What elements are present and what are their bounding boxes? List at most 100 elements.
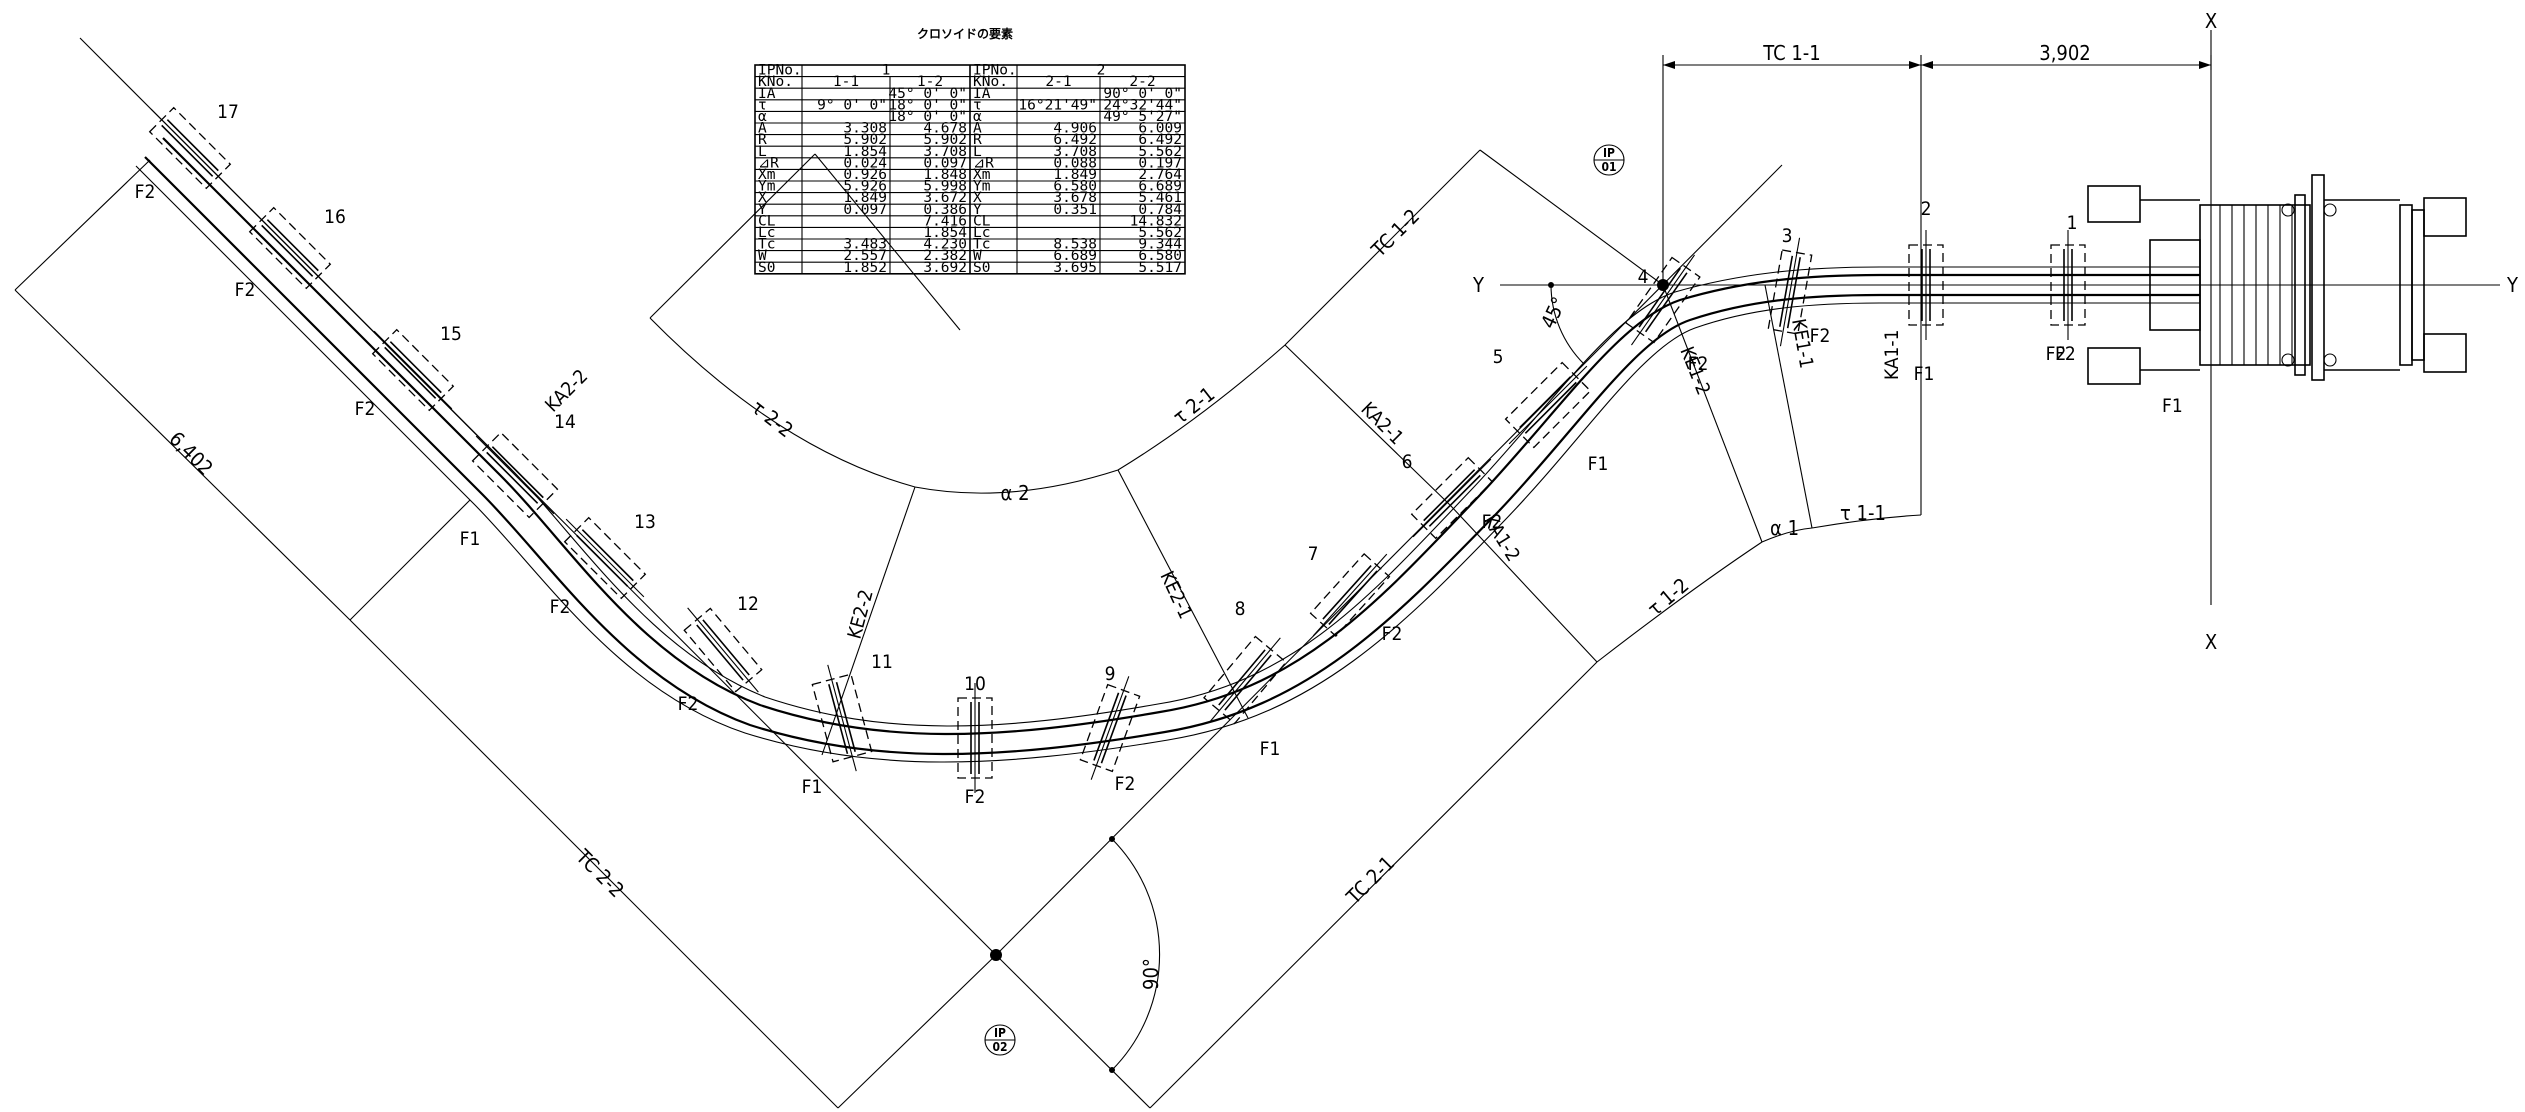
axis-x-bottom: X [2205, 630, 2217, 654]
frame-label: F1 [1588, 453, 1609, 475]
frame-label: F2 [135, 181, 156, 203]
end-f1: F1 [2162, 395, 2183, 417]
table-cell: 4.906 [1053, 121, 1097, 137]
table-ip-label: IPNo. [758, 63, 802, 79]
table-row-label: R [973, 132, 982, 148]
table-row-label: S0 [758, 260, 775, 276]
table-cell: 14.832 [1130, 213, 1182, 229]
table-cell: 1.854 [843, 144, 887, 160]
station-number: 11 [871, 651, 893, 673]
dim-tau11: τ 1-1 [1840, 501, 1886, 525]
table-cell: 18° 0' 0" [888, 97, 967, 113]
ip1-marker: IP 01 [1593, 144, 1625, 176]
frame-label: F2 [1482, 511, 1503, 533]
table-cell: 3.692 [923, 260, 967, 276]
frame-label: F1 [1260, 738, 1281, 760]
table-k-value: 1-2 [917, 74, 943, 90]
station-2: 2F1 [1908, 198, 1944, 385]
dim-ka11: KA1-1 [1881, 330, 1903, 380]
dim-tc22: TC 2-2 [571, 844, 629, 902]
dim-ke21: KE2-1 [1155, 568, 1196, 623]
table-row-label: CL [973, 213, 991, 229]
table-cell: 0.926 [843, 167, 887, 183]
table-row-label: α [973, 109, 982, 125]
station-4: 4F2 [1625, 254, 1708, 375]
table-cell: 1.854 [923, 225, 967, 241]
station-number: 10 [964, 673, 986, 695]
table-cell: 7.416 [923, 213, 967, 229]
station-number: 4 [1638, 266, 1649, 288]
table-row-label: X [758, 190, 767, 206]
svg-text:IP: IP [1603, 146, 1615, 160]
frame-label: F2 [235, 279, 256, 301]
table-row-label: Lc [973, 225, 990, 241]
table-k-label: KNo. [973, 74, 1008, 90]
table-cell: 3.672 [923, 190, 967, 206]
frame-label: F1 [1914, 363, 1935, 385]
table-cell: 5.461 [1138, 190, 1182, 206]
station-number: 13 [634, 511, 656, 533]
station-number: 12 [737, 593, 759, 615]
table-cell: 16°21'49" [1018, 97, 1097, 113]
dim-alpha2: α 2 [1000, 481, 1029, 505]
track [135, 129, 2200, 763]
station-number: 7 [1308, 543, 1319, 565]
table-row-label: W [758, 248, 767, 264]
table-cell: 0.351 [1053, 202, 1097, 218]
table-row-label: Tc [973, 237, 990, 253]
stations: 1F22F13F24F25F16F27F28F19F210F211F112F21… [135, 101, 2086, 808]
ip2-marker: IP 02 [984, 1024, 1016, 1056]
table-row-label: W [973, 248, 982, 264]
table-cell: 1.848 [923, 167, 967, 183]
table-k-value: 2-1 [1045, 74, 1071, 90]
dim-6402: 6,402 [164, 427, 217, 480]
table-cell: 6.689 [1053, 248, 1097, 264]
table-cell: 3.678 [1053, 190, 1097, 206]
axis-x-top: X [2205, 9, 2217, 33]
table-cell: 2.557 [843, 248, 887, 264]
dim-tc21: TC 2-1 [1341, 851, 1399, 909]
dim-alpha1: α 1 [1770, 516, 1799, 540]
table-cell: 5.562 [1138, 144, 1182, 160]
table-cell: 6.009 [1138, 121, 1182, 137]
angle-ip2: 90° [1139, 958, 1163, 990]
table-row-label: Y [973, 202, 982, 218]
table-cell: 6.492 [1138, 132, 1182, 148]
frame-label: F2 [355, 398, 376, 420]
table-row-label: A [973, 121, 982, 137]
table-cell: 3.708 [1053, 144, 1097, 160]
table-title: クロソイドの要素 [917, 26, 1013, 41]
dimensions: TC 1-1 3,902 TC 1-2 τ 2-2 α 2 τ 2-1 KE2-… [14, 41, 2212, 1109]
table-row-label: ⊿R [758, 155, 779, 171]
table-row-label: S0 [973, 260, 990, 276]
station-6: 6F2 [1402, 451, 1503, 540]
table-cell: 6.492 [1053, 132, 1097, 148]
table-cell: 0.197 [1138, 155, 1182, 171]
table-row-label: Xm [758, 167, 776, 183]
table-cell: 0.097 [843, 202, 887, 218]
table-cell: 3.483 [843, 237, 887, 253]
table-cell: 6.580 [1053, 179, 1097, 195]
table-ip-value: 2 [1097, 63, 1106, 79]
table-cell: 5.998 [923, 179, 967, 195]
table-cell: 0.097 [923, 155, 967, 171]
table-cell: 0.088 [1053, 155, 1097, 171]
frame-label: F2 [1115, 773, 1136, 795]
table-row-label: L [973, 144, 982, 160]
angle-ip1: 45° [1536, 293, 1571, 332]
table-row-label: Ym [758, 179, 776, 195]
table-cell: 5.902 [923, 132, 967, 148]
station-number: 8 [1235, 598, 1246, 620]
dim-tc12: TC 1-2 [1366, 204, 1424, 262]
end-equipment: F2 F1 [2055, 174, 2467, 417]
table-cell: 6.689 [1138, 179, 1182, 195]
table-cell: 3.308 [843, 121, 887, 137]
table-row-label: IA [973, 86, 991, 102]
table-cell: 0.024 [843, 155, 887, 171]
